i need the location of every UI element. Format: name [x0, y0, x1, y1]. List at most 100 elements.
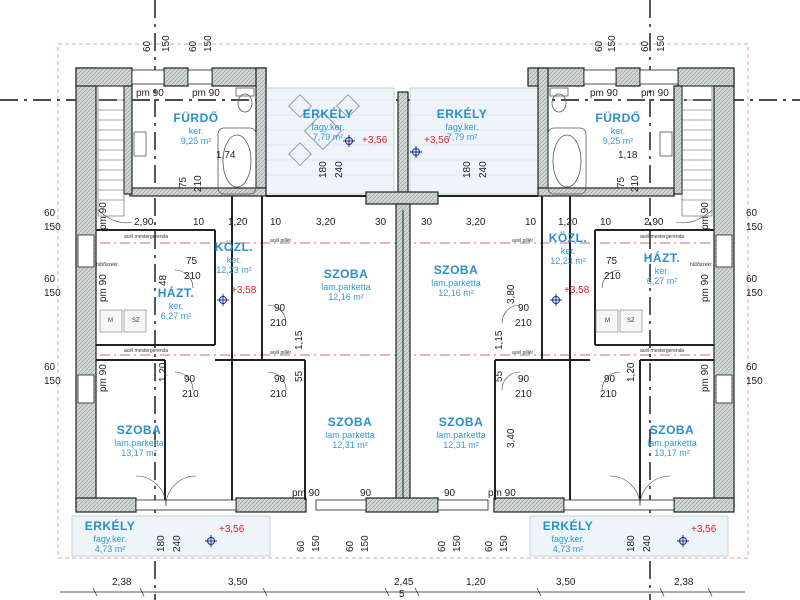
bathtub-right-icon [547, 127, 587, 195]
room-name: ERKÉLY [542, 519, 594, 533]
dimension-label: 55 [494, 370, 505, 382]
floor-type: fagy.ker. [551, 533, 585, 544]
dimension-label: 2,38 [674, 577, 694, 588]
balcony-bottom-right-area [529, 515, 729, 557]
dimension-label: 48 [158, 274, 169, 286]
dimension-label: pm 90 [700, 274, 711, 302]
washer-label: M [605, 318, 610, 324]
property-outline [57, 43, 749, 559]
dimension-label: 2,38 [112, 577, 132, 588]
room-area: 4,73 m² [552, 544, 584, 555]
dimension-label: 75 [178, 176, 189, 188]
dimension-label: 60 [484, 540, 495, 552]
dimension-label: 60 [188, 40, 199, 52]
dimension-label: 60 [640, 40, 651, 52]
floor-type: ker. [168, 300, 184, 311]
interior-walls-left [96, 195, 394, 500]
dimension-label: 90 [518, 374, 530, 385]
room-name: SZOBA [323, 267, 369, 281]
dimension-label: 1,20 [466, 577, 486, 588]
dimension-label: 210 [184, 271, 201, 282]
dimension-label: 60 [746, 274, 758, 285]
room-label-furdo-right: FÜRDŐ ker. 9,25 m² [595, 111, 641, 147]
room-label-erkely-bottom-left: ERKÉLY fagy.ker. 4,73 m² [85, 519, 136, 554]
dimension-label: 180 [318, 161, 329, 178]
dimension-label: 2,45 [394, 577, 414, 588]
room-area: 9,25 m² [602, 136, 634, 147]
dimension-label: 210 [193, 175, 204, 192]
room-area: 13,17 m² [654, 448, 690, 459]
room-name: ERKÉLY [436, 107, 488, 121]
room-label-hazt-right: HÁZT. ker. 6,27 m² [644, 251, 681, 286]
room-label-szoba-mid-left-bottom: SZOBA lam.parketta 12,31 m² [325, 415, 375, 451]
dimension-label: 180 [626, 535, 637, 552]
level-label: +3,58 [231, 285, 257, 296]
dimension-label: pm 90 [292, 488, 320, 499]
dryer-label: SZ [627, 318, 635, 324]
room-name: SZOBA [649, 423, 695, 437]
fridge-note: hűtőszekr. [690, 262, 713, 268]
dimension-label: 150 [746, 376, 763, 387]
room-name: FÜRDŐ [595, 111, 641, 125]
room-name: SZOBA [433, 263, 479, 277]
room-area: 13,17 m² [121, 448, 157, 459]
fridge-note: hűtőszekr. [96, 262, 119, 268]
balcony-top-left-area [265, 87, 395, 195]
dimension-label: 150 [656, 35, 667, 52]
dimension-label: 150 [452, 535, 463, 552]
room-label-kozl-right: KÖZL. ker. 12,23 m² [548, 231, 588, 267]
floor-type: lam.parketta [325, 429, 375, 440]
room-area: 12,31 m² [332, 440, 368, 451]
dimension-label: 240 [334, 161, 345, 178]
floor-type: fagy.ker. [311, 121, 345, 132]
room-name: KÖZL. [548, 231, 588, 245]
room-name: FÜRDŐ [173, 111, 219, 125]
washer-label: M [108, 318, 113, 324]
dimension-label: 240 [642, 535, 653, 552]
dimension-label: 90 [604, 374, 616, 385]
dimension-label: 180 [462, 161, 473, 178]
column-note: acél pillér [270, 238, 292, 244]
dimension-label: 10 [193, 217, 205, 228]
dimension-label: 5 [399, 589, 405, 600]
patio-furniture-left-icon [288, 94, 360, 166]
dimension-label: pm 90 [590, 88, 618, 99]
dimension-label: 30 [421, 217, 433, 228]
interior-walls-right [410, 195, 714, 500]
door-swings [135, 269, 671, 507]
dimension-label: 210 [270, 318, 287, 329]
dimension-label: 90 [274, 374, 286, 385]
floor-type: ker. [560, 245, 576, 256]
room-area: 7,79 m² [312, 132, 344, 143]
stairs-left [97, 85, 133, 224]
stairs-right [675, 85, 713, 224]
dimension-label: 30 [375, 217, 387, 228]
bathtub-left-icon [217, 127, 257, 195]
sink-right-icon [659, 131, 673, 157]
floor-type: lam.parketta [436, 429, 486, 440]
dimension-label: 1,74 [216, 150, 236, 161]
dimension-label: 75 [616, 176, 627, 188]
dimension-label: 3,80 [506, 284, 517, 304]
room-name: HÁZT. [157, 286, 195, 300]
dimension-label: pm 90 [641, 88, 669, 99]
dimension-label: 1,20 [558, 217, 578, 228]
room-area: 12,31 m² [443, 440, 479, 451]
dimension-label: 60 [746, 362, 758, 373]
room-label-hazt-left: HÁZT. ker. 6,27 m² [157, 286, 195, 321]
toilet-right-icon [549, 87, 569, 113]
room-label-furdo-left: FÜRDŐ ker. 9,25 m² [173, 111, 219, 146]
dimension-label: pm 90 [98, 274, 109, 302]
room-name: SZOBA [116, 423, 162, 437]
dimension-label: 180 [156, 535, 167, 552]
room-area: 12,23 m² [550, 256, 586, 267]
floor-type: fagy.ker. [93, 533, 127, 544]
dimension-label: 10 [600, 217, 612, 228]
balcony-bottom-left-area [71, 515, 271, 557]
column-note: acél pillér [512, 238, 534, 244]
balcony-top-right-area [409, 87, 539, 195]
dimension-label: 2,90 [134, 217, 154, 228]
room-area: 12,16 m² [328, 292, 364, 303]
dimension-label: 150 [360, 535, 371, 552]
room-label-erkely-top-right: ERKÉLY fagy.ker. 7,79 m² [436, 107, 488, 142]
